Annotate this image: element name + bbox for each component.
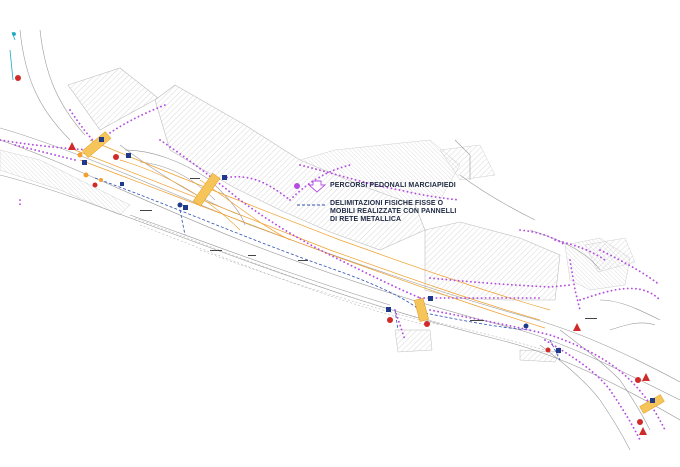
- traffic-sign-icon: [428, 296, 433, 301]
- no-entry-icon: [92, 182, 98, 188]
- building-left-strip: [0, 149, 131, 216]
- arrow-down-icon: [307, 180, 327, 193]
- warning-triangle-icon: [642, 373, 650, 381]
- traffic-sign-icon: [82, 160, 87, 165]
- traffic-sign-icon: [126, 153, 131, 158]
- no-entry-icon: [387, 317, 393, 323]
- crossing-1: [82, 131, 112, 158]
- no-entry-icon: [424, 321, 430, 327]
- warning-sign-icon: [83, 172, 89, 178]
- building-top-right-small: [439, 144, 496, 181]
- legend-pedestrian-label: PERCORSI PEDONALI MARCIAPIEDI: [330, 182, 456, 189]
- dashed-curbs: [134, 217, 546, 351]
- annotation-marks: [140, 178, 597, 321]
- crossing-4: [639, 394, 665, 414]
- cyan-element: [9, 31, 16, 81]
- no-entry-icon: [177, 202, 183, 208]
- barrier-lines: [94, 177, 561, 361]
- traffic-sign-icon: [99, 137, 104, 142]
- building-large-central: [154, 84, 426, 251]
- no-entry-icon: [113, 154, 119, 160]
- building-lower-mid: [394, 329, 433, 353]
- no-entry-icon: [637, 419, 643, 425]
- crossing-3: [414, 297, 429, 322]
- traffic-signs: [15, 75, 655, 435]
- traffic-sign-icon: [222, 175, 227, 180]
- legend-barrier-label-line2: MOBILI REALIZZATE CON PANNELLI: [330, 208, 457, 215]
- warning-triangle-icon: [68, 142, 76, 150]
- traffic-sign-icon: [183, 205, 188, 210]
- pedestrian-route-dot-icon: [294, 183, 300, 189]
- legend-barrier-label-line3: DI RETE METALLICA: [330, 216, 402, 223]
- buildings: [0, 67, 636, 363]
- warning-triangle-icon: [573, 323, 581, 331]
- crossing-2: [192, 172, 221, 207]
- traffic-sign-icon: [386, 307, 391, 312]
- building-upper-block: [299, 139, 461, 206]
- traffic-sign-icon: [120, 182, 124, 186]
- no-entry-icon: [15, 75, 21, 81]
- no-entry-icon: [545, 347, 551, 353]
- traffic-sign-icon: [650, 398, 655, 403]
- no-entry-icon: [523, 323, 529, 329]
- warning-sign-icon: [99, 178, 103, 182]
- warning-sign-icon: [77, 152, 83, 158]
- legend-barrier-label-line1: DELIMITAZIONI FISICHE FISSE O: [330, 200, 444, 207]
- no-entry-icon: [635, 377, 641, 383]
- warning-triangle-icon: [639, 427, 647, 435]
- building-left-top: [67, 67, 159, 131]
- legend-symbols: [294, 180, 327, 206]
- traffic-sign-icon: [556, 348, 561, 353]
